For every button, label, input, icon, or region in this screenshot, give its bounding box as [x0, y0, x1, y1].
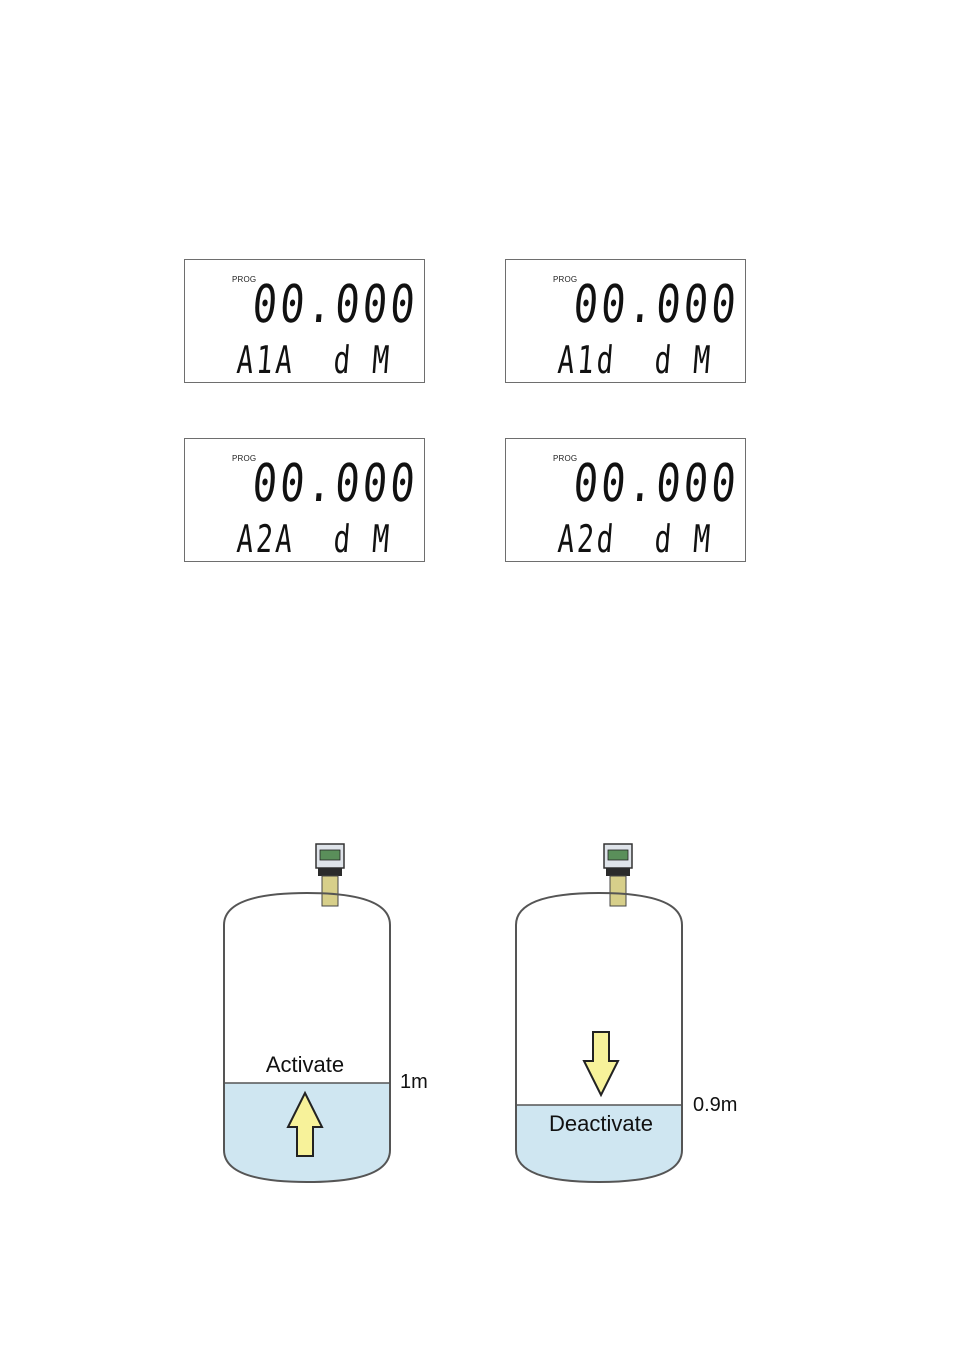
lcd-display-a1d: PROG 00.000 A1d d M	[505, 259, 746, 383]
lcd-display-a2a: PROG 00.000 A2A d M	[184, 438, 425, 562]
level-sensor-icon	[315, 843, 345, 907]
prog-indicator: PROG	[553, 454, 578, 463]
liquid-fill	[516, 1105, 682, 1182]
up-arrow-icon	[286, 1090, 324, 1157]
tank-outline	[515, 891, 683, 1184]
activate-label: Activate	[266, 1052, 344, 1077]
lcd-display-a2d: PROG 00.000 A2d d M	[505, 438, 746, 562]
display-code: A1A d M	[235, 338, 394, 382]
tank-activate: Activate 1m	[223, 843, 428, 1184]
prog-indicator: PROG	[553, 275, 578, 284]
display-value: 00.000	[571, 454, 742, 514]
prog-indicator: PROG	[232, 454, 257, 463]
lcd-display-a1a: PROG 00.000 A1A d M	[184, 259, 425, 383]
display-code: A2d d M	[556, 517, 715, 561]
level-sensor-icon	[603, 843, 633, 907]
display-code: A2A d M	[235, 517, 394, 561]
display-code: A1d d M	[556, 338, 715, 382]
tank-outline	[223, 891, 391, 1184]
display-value: 00.000	[250, 454, 421, 514]
display-value: 00.000	[250, 275, 421, 335]
prog-indicator: PROG	[232, 275, 257, 284]
tank-diagram: Activate 1m Deactivate 0.9m	[223, 843, 737, 1184]
deactivate-label: Deactivate	[549, 1111, 653, 1136]
down-arrow-icon	[582, 1031, 620, 1098]
tank-deactivate: Deactivate 0.9m	[515, 843, 737, 1184]
activate-level-value: 1m	[400, 1071, 428, 1093]
display-value: 00.000	[571, 275, 742, 335]
deactivate-level-value: 0.9m	[693, 1094, 737, 1116]
